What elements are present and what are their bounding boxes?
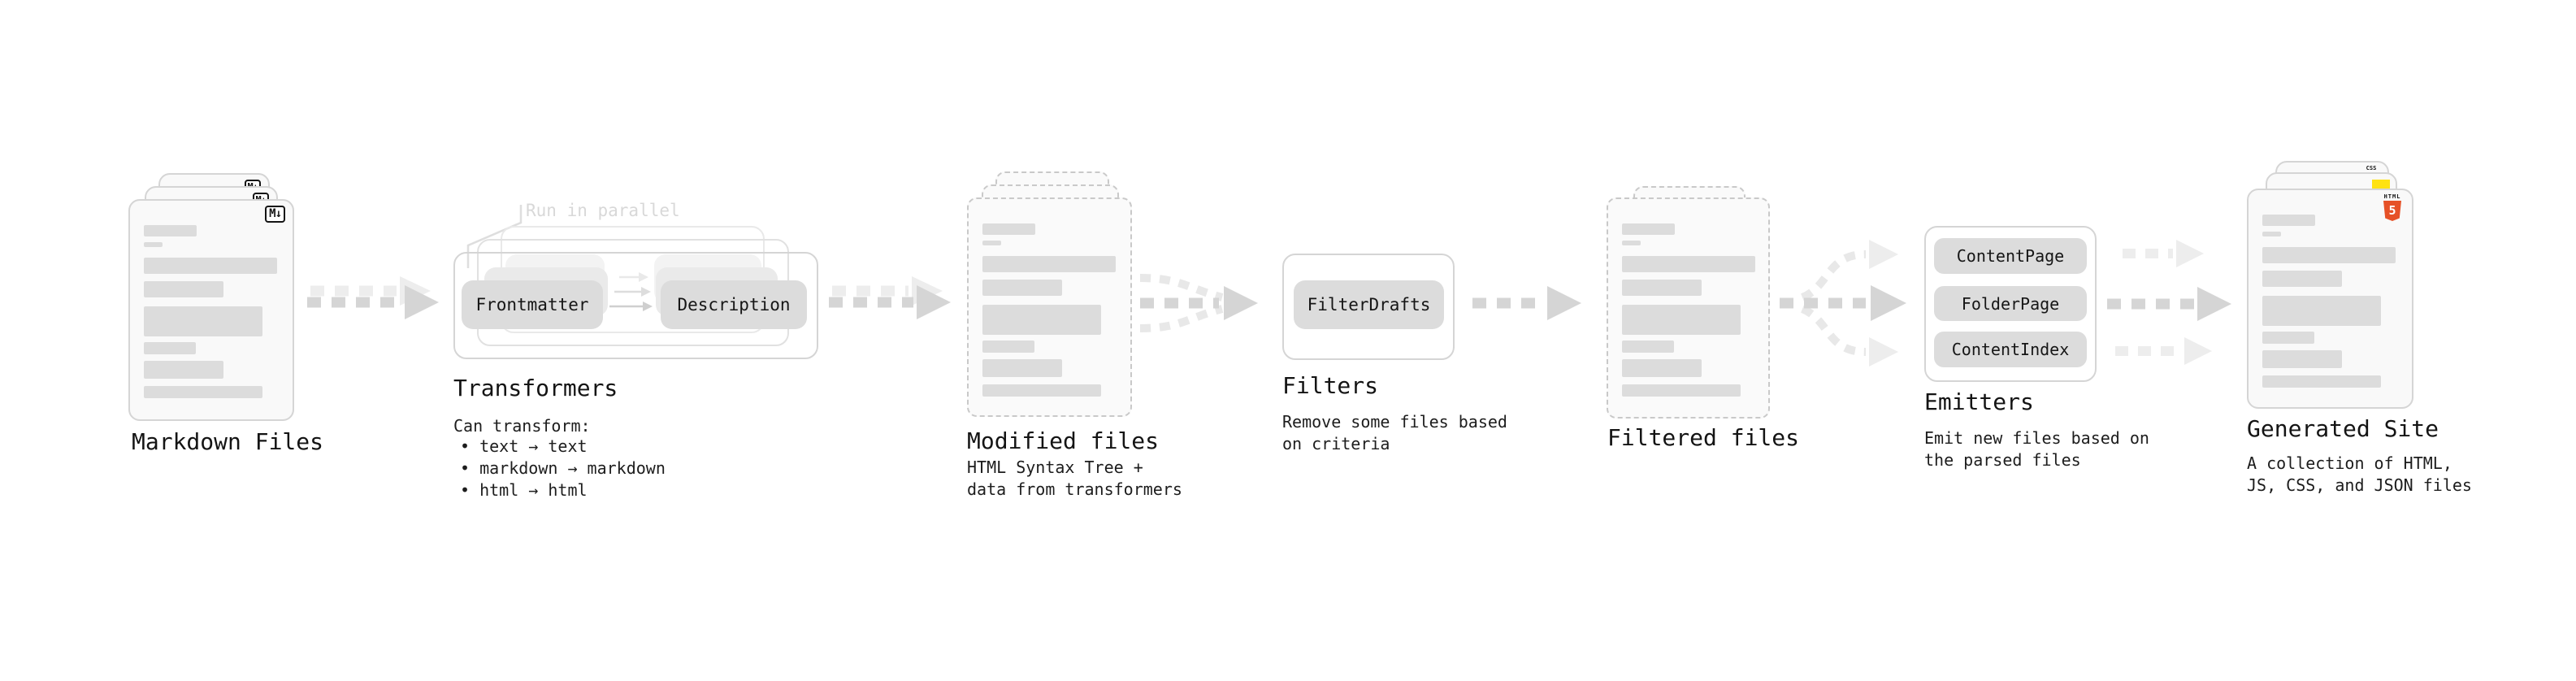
stage-title-filters: Filters: [1282, 372, 1379, 399]
transformers-desc-heading: Can transform:: [453, 416, 591, 436]
text-line-placeholder: [982, 359, 1062, 377]
text-line-placeholder: [982, 280, 1062, 296]
text-line-placeholder: [144, 342, 196, 354]
text-line-placeholder: [1622, 340, 1674, 353]
stage-label-generated-site: Generated Site: [2247, 415, 2439, 442]
html5-icon-shield: 5: [2383, 201, 2401, 221]
arrow-transformers-to-modified: [829, 276, 951, 319]
node-contentpage: ContentPage: [1934, 238, 2087, 274]
text-line-placeholder: [2262, 375, 2381, 388]
transformers-box: [453, 252, 818, 359]
arrow-modified-to-filters: [1139, 274, 1258, 332]
stage-label-filtered-files: Filtered files: [1607, 424, 1800, 451]
modified-file-card: [967, 197, 1132, 417]
bullet-item: • markdown → markdown: [460, 458, 666, 478]
text-line-placeholder: [1622, 256, 1755, 272]
text-line-placeholder: [1622, 384, 1741, 397]
generated-site-description: A collection of HTML, JS, CSS, and JSON …: [2247, 453, 2472, 495]
text-line-placeholder: [2262, 232, 2281, 236]
text-line-placeholder: [1622, 359, 1702, 377]
css-icon-label: CSS: [2366, 165, 2377, 171]
generated-site-card: HTML 5: [2247, 189, 2413, 409]
node-filterdrafts: FilterDrafts: [1294, 280, 1444, 329]
text-line-placeholder: [2262, 296, 2381, 326]
modified-files-description: HTML Syntax Tree + data from transformer…: [967, 458, 1182, 499]
text-line-placeholder: [144, 242, 163, 247]
arrow-filters-to-filtered: [1472, 286, 1581, 320]
text-line-placeholder: [2262, 215, 2315, 226]
node-folderpage: FolderPage: [1934, 286, 2087, 321]
text-line-placeholder: [982, 223, 1035, 235]
node-frontmatter: Frontmatter: [462, 280, 603, 329]
text-line-placeholder: [2262, 247, 2396, 263]
bullet-item: • text → text: [460, 436, 588, 456]
text-line-placeholder: [982, 340, 1034, 353]
emitters-description: Emit new files based on the parsed files: [1924, 428, 2149, 470]
text-line-placeholder: [1622, 280, 1702, 296]
text-line-placeholder: [982, 256, 1116, 272]
stage-label-modified-files: Modified files: [967, 427, 1160, 454]
filtered-file-card: [1607, 197, 1770, 419]
text-line-placeholder: [1622, 305, 1741, 335]
text-line-placeholder: [144, 361, 223, 379]
html5-icon-label: HTML: [2383, 193, 2401, 200]
text-line-placeholder: [144, 306, 262, 336]
node-description: Description: [661, 280, 807, 329]
markdown-file-card: M↓: [128, 199, 294, 421]
bullet-item: • html → html: [460, 480, 588, 500]
markdown-icon: M↓: [265, 206, 285, 223]
filters-description: Remove some files based on criteria: [1282, 412, 1507, 453]
text-line-placeholder: [144, 225, 197, 236]
stage-title-emitters: Emitters: [1924, 388, 2034, 415]
text-line-placeholder: [144, 258, 277, 274]
text-line-placeholder: [2262, 271, 2342, 287]
arrow-markdown-to-transformers: [307, 276, 439, 319]
text-line-placeholder: [144, 281, 223, 297]
text-line-placeholder: [982, 241, 1001, 245]
text-line-placeholder: [1622, 241, 1641, 245]
html5-icon: HTML 5: [2383, 193, 2402, 221]
stage-label-markdown-files: Markdown Files: [132, 428, 324, 455]
run-in-parallel-annotation: Run in parallel: [526, 201, 680, 220]
node-contentindex: ContentIndex: [1934, 332, 2087, 367]
arrow-emitters-to-generated: [2107, 240, 2231, 365]
text-line-placeholder: [2262, 332, 2314, 344]
transformers-bullet-list: • text → text • markdown → markdown • ht…: [460, 436, 666, 501]
stage-title-transformers: Transformers: [453, 375, 618, 401]
text-line-placeholder: [982, 305, 1101, 335]
text-line-placeholder: [982, 384, 1101, 397]
arrow-filtered-to-emitters: [1780, 240, 1906, 367]
text-line-placeholder: [1622, 223, 1675, 235]
js-icon: [2372, 180, 2390, 189]
text-line-placeholder: [2262, 350, 2342, 368]
text-line-placeholder: [144, 386, 262, 398]
